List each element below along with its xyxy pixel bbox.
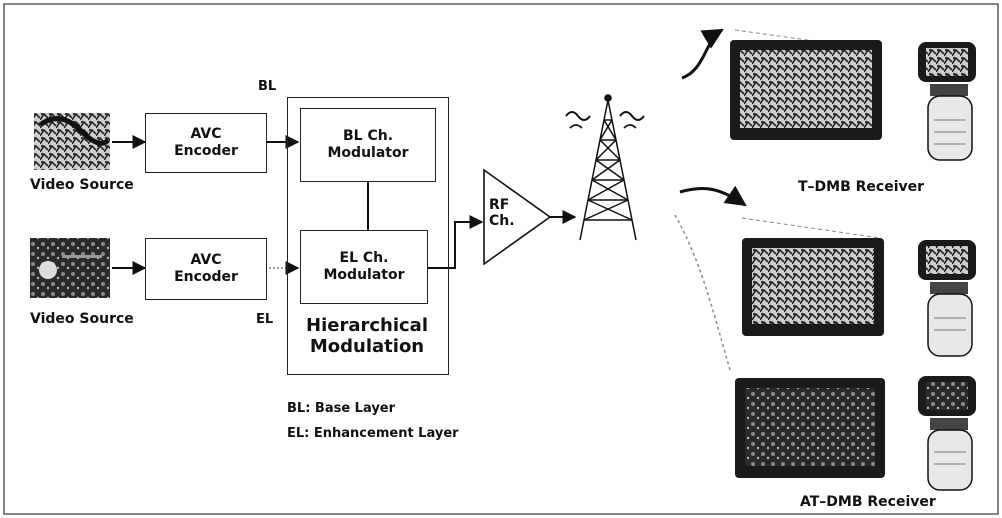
avc-encoder-bottom-line2: Encoder: [174, 269, 238, 286]
tdmb-monitor: [730, 40, 882, 140]
video-source-thumbnail-top: [34, 113, 110, 170]
el-modulator-line1: EL Ch.: [340, 250, 389, 267]
signal-arrow-tdmb: [682, 30, 722, 78]
bl-tag: BL: [258, 80, 276, 95]
hierarchical-line1: Hierarchical: [290, 316, 444, 337]
atdmb-phone-icon-top: [918, 240, 976, 356]
hierarchical-line2: Modulation: [290, 337, 444, 358]
bl-modulator-line2: Modulator: [328, 145, 409, 162]
atdmb-monitor-bottom: [735, 378, 885, 478]
el-modulator-line2: Modulator: [324, 267, 405, 284]
video-source-label-top: Video Source: [30, 177, 134, 193]
rf-channel-label: RF Ch.: [489, 197, 515, 229]
legend-el: EL: Enhancement Layer: [287, 427, 459, 442]
rf-line1: RF: [489, 197, 515, 213]
atdmb-monitor-top: [742, 238, 884, 336]
avc-encoder-top-line2: Encoder: [174, 143, 238, 160]
avc-encoder-bottom-line1: AVC: [191, 252, 222, 269]
atdmb-receiver-label: AT–DMB Receiver: [800, 494, 936, 510]
avc-encoder-bottom: AVC Encoder: [145, 238, 267, 300]
legend-bl: BL: Base Layer: [287, 402, 395, 417]
video-source-label-bottom: Video Source: [30, 311, 134, 327]
transmitter-tower-icon: [566, 95, 644, 240]
bl-modulator-line1: BL Ch.: [343, 128, 393, 145]
avc-encoder-top-line1: AVC: [191, 126, 222, 143]
tdmb-receiver-label: T–DMB Receiver: [798, 179, 924, 195]
hierarchical-modulation-label: Hierarchical Modulation: [290, 316, 444, 357]
el-ch-modulator: EL Ch. Modulator: [300, 230, 428, 304]
video-source-thumbnail-bottom: [30, 238, 110, 298]
rf-line2: Ch.: [489, 213, 515, 229]
signal-arrow-atdmb: [680, 188, 745, 205]
tdmb-phone-icon: [918, 42, 976, 160]
avc-encoder-top: AVC Encoder: [145, 113, 267, 173]
bl-ch-modulator: BL Ch. Modulator: [300, 108, 436, 182]
el-tag: EL: [256, 313, 273, 328]
atdmb-phone-icon-bottom: [918, 376, 976, 490]
